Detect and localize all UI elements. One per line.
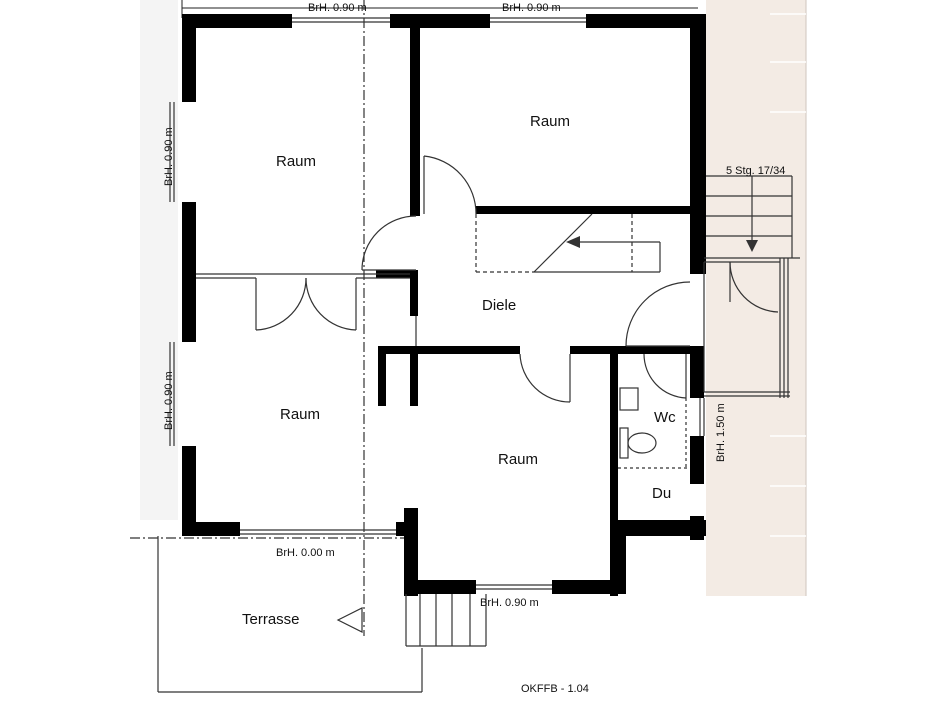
brh-terrace: BrH. 0.00 m <box>276 547 335 559</box>
room-label-wc: Wc <box>654 409 676 426</box>
doors <box>255 155 779 403</box>
outside-shading-right <box>706 0 806 596</box>
stair-arrow-icon <box>566 236 580 248</box>
room-label-diele: Diele <box>482 297 516 314</box>
outside-shading-left <box>140 0 178 520</box>
room-label-du: Du <box>652 485 671 502</box>
terrace-arrow-icon <box>336 607 363 633</box>
brh-left-upper: BrH. 0.90 m <box>163 127 175 186</box>
room-label-top-left: Raum <box>276 153 316 170</box>
entrance-arrow-icon <box>746 240 758 252</box>
room-label-mid-left: Raum <box>280 406 320 423</box>
toilet-tank-icon <box>619 427 629 459</box>
sink-icon <box>619 387 639 411</box>
brh-top-left: BrH. 0.90 m <box>308 2 367 14</box>
walls <box>182 14 706 596</box>
room-label-center: Raum <box>498 451 538 468</box>
room-label-top-right: Raum <box>530 113 570 130</box>
brh-bottom: BrH. 0.90 m <box>480 597 539 609</box>
room-label-terrasse: Terrasse <box>242 611 300 628</box>
brh-right: BrH. 1.50 m <box>715 403 727 462</box>
level-label: OKFFB - 1.04 <box>521 683 589 695</box>
thin-lines <box>130 0 800 693</box>
brh-top-right: BrH. 0.90 m <box>502 2 561 14</box>
brh-left-lower: BrH. 0.90 m <box>163 371 175 430</box>
toilet-bowl-icon <box>627 432 657 454</box>
stairs-steps-label: 5 Stg. 17/34 <box>726 165 785 177</box>
exterior-ticks <box>770 13 806 537</box>
